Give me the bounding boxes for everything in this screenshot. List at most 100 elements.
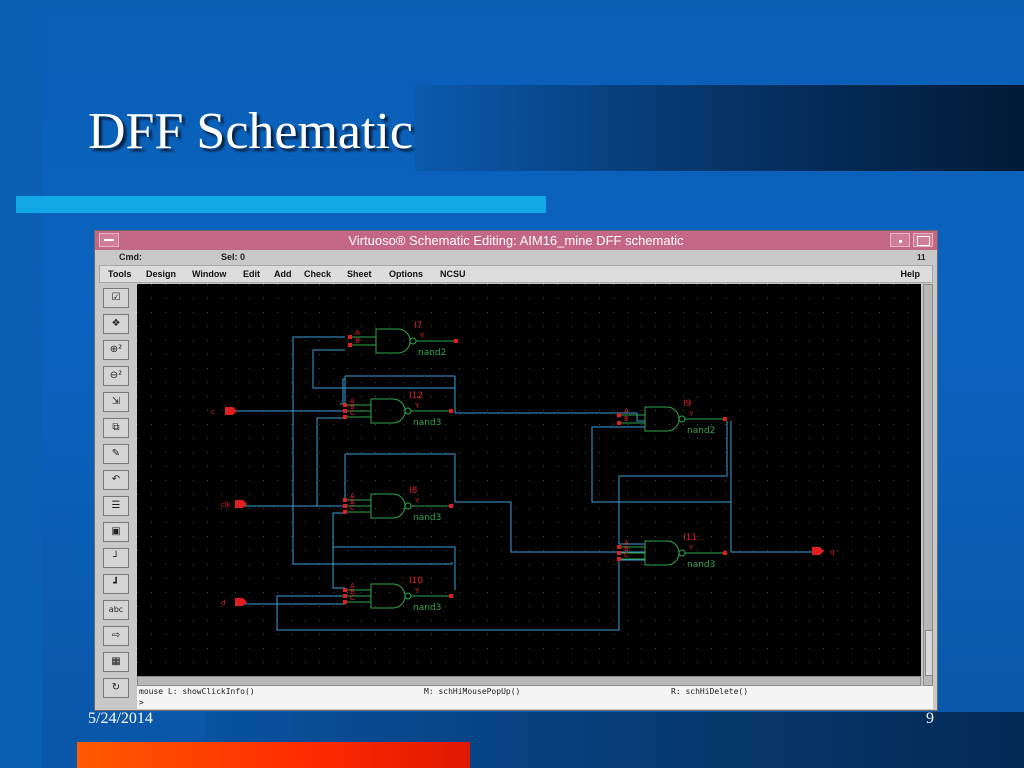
vertical-scroll-thumb[interactable]: [925, 630, 933, 676]
input-terminal[interactable]: [343, 504, 347, 508]
wire-narrow-icon[interactable]: ┘: [103, 548, 129, 568]
save-icon[interactable]: ❖: [103, 314, 129, 334]
output-terminal[interactable]: [723, 551, 727, 555]
window-menu-icon[interactable]: [99, 233, 119, 247]
pin-icon[interactable]: ⇨: [103, 626, 129, 646]
copy-icon[interactable]: ⧉: [103, 418, 129, 438]
output-terminal[interactable]: [723, 417, 727, 421]
menu-check[interactable]: Check: [304, 269, 332, 279]
instance-label: I11: [683, 533, 697, 543]
prompt-symbol: >: [139, 698, 144, 707]
output-terminal[interactable]: [449, 409, 453, 413]
menu-ncsu[interactable]: NCSU: [440, 269, 466, 279]
maximize-icon[interactable]: [913, 233, 933, 247]
instance-label: I10: [409, 576, 423, 586]
tool-palette: ☑ ❖ ⊕² ⊖² ⇲ ⧉ ✎ ↶ ☰ ▣ ┘ ┛ abc ⇨ ▦ ↻: [99, 284, 135, 708]
wire[interactable]: [345, 453, 456, 502]
wires: [234, 336, 820, 631]
wire[interactable]: [618, 421, 728, 545]
menu-add[interactable]: Add: [274, 269, 292, 279]
input-terminal[interactable]: [617, 421, 621, 425]
output-terminal[interactable]: [454, 339, 458, 343]
pin-shape: [225, 407, 237, 415]
input-terminal[interactable]: [343, 498, 347, 502]
mouse-binding-bar: mouse L: showClickInfo() M: schHiMousePo…: [137, 686, 933, 698]
menu-help[interactable]: Help: [900, 269, 920, 279]
wire[interactable]: [345, 546, 456, 590]
output-terminal[interactable]: [449, 594, 453, 598]
stretch-icon[interactable]: ⇲: [103, 392, 129, 412]
zoom-out-icon[interactable]: ⊖²: [103, 366, 129, 386]
pin-label: q: [830, 548, 834, 556]
input-terminal[interactable]: [348, 335, 352, 339]
pin-q[interactable]: q: [812, 547, 834, 556]
output-label: Y: [419, 332, 425, 340]
cmdoptions-icon[interactable]: ▦: [103, 652, 129, 672]
input-terminal[interactable]: [343, 415, 347, 419]
status-bar: Cmd: Sel: 0 11: [95, 250, 937, 265]
instance-icon[interactable]: ▣: [103, 522, 129, 542]
horizontal-scrollbar[interactable]: [137, 676, 921, 686]
wire[interactable]: [316, 417, 345, 506]
pins: c clk d q: [211, 407, 834, 607]
input-terminal[interactable]: [343, 409, 347, 413]
wire[interactable]: [332, 546, 345, 589]
wire[interactable]: [455, 501, 645, 553]
undo-icon[interactable]: ↶: [103, 470, 129, 490]
wire[interactable]: [276, 559, 645, 631]
pin-shape: [235, 598, 247, 606]
input-terminal[interactable]: [343, 403, 347, 407]
input-terminal[interactable]: [617, 551, 621, 555]
menu-sheet[interactable]: Sheet: [347, 269, 372, 279]
input-terminal[interactable]: [343, 588, 347, 592]
wire[interactable]: [292, 336, 453, 565]
window-titlebar[interactable]: Virtuoso® Schematic Editing: AIM16_mine …: [95, 231, 937, 250]
delete-icon[interactable]: ✎: [103, 444, 129, 464]
menu-design[interactable]: Design: [146, 269, 177, 279]
input-terminal[interactable]: [617, 557, 621, 561]
wire[interactable]: [730, 421, 820, 553]
check-save-icon[interactable]: ☑: [103, 288, 129, 308]
schematic-drawing[interactable]: ABYI7nand2ABCYI12nand3ABCYI8nand3ABCYI10…: [137, 284, 921, 676]
command-prompt[interactable]: >: [137, 698, 933, 709]
vertical-scrollbar[interactable]: [923, 284, 933, 686]
cell-label: nand3: [413, 513, 441, 523]
menu-tools[interactable]: Tools: [108, 269, 132, 279]
input-label: C: [624, 551, 629, 559]
repeat-icon[interactable]: ↻: [103, 678, 129, 698]
output-terminal[interactable]: [449, 504, 453, 508]
pin-d[interactable]: d: [221, 598, 247, 607]
pin-c[interactable]: c: [211, 407, 237, 416]
input-terminal[interactable]: [617, 545, 621, 549]
input-label: A: [624, 407, 629, 415]
wire-name-icon[interactable]: abc: [103, 600, 129, 620]
cell-label: nand3: [687, 560, 715, 570]
wire[interactable]: [455, 412, 645, 422]
pin-shape: [235, 500, 247, 508]
menu-edit[interactable]: Edit: [243, 269, 260, 279]
cell-label: nand2: [687, 426, 715, 436]
menu-options[interactable]: Options: [389, 269, 423, 279]
wire[interactable]: [340, 378, 345, 405]
input-label: B: [350, 588, 355, 596]
left-accent-band: [0, 0, 42, 768]
input-terminal[interactable]: [343, 594, 347, 598]
pin-clk[interactable]: clk: [221, 500, 247, 509]
input-label: B: [624, 415, 629, 423]
input-terminal[interactable]: [617, 413, 621, 417]
wire-wide-icon[interactable]: ┛: [103, 574, 129, 594]
minimize-icon[interactable]: [890, 233, 910, 247]
input-terminal[interactable]: [343, 510, 347, 514]
property-icon[interactable]: ☰: [103, 496, 129, 516]
zoom-in-icon[interactable]: ⊕²: [103, 340, 129, 360]
input-terminal[interactable]: [343, 600, 347, 604]
menu-window[interactable]: Window: [192, 269, 227, 279]
input-terminal[interactable]: [348, 343, 352, 347]
